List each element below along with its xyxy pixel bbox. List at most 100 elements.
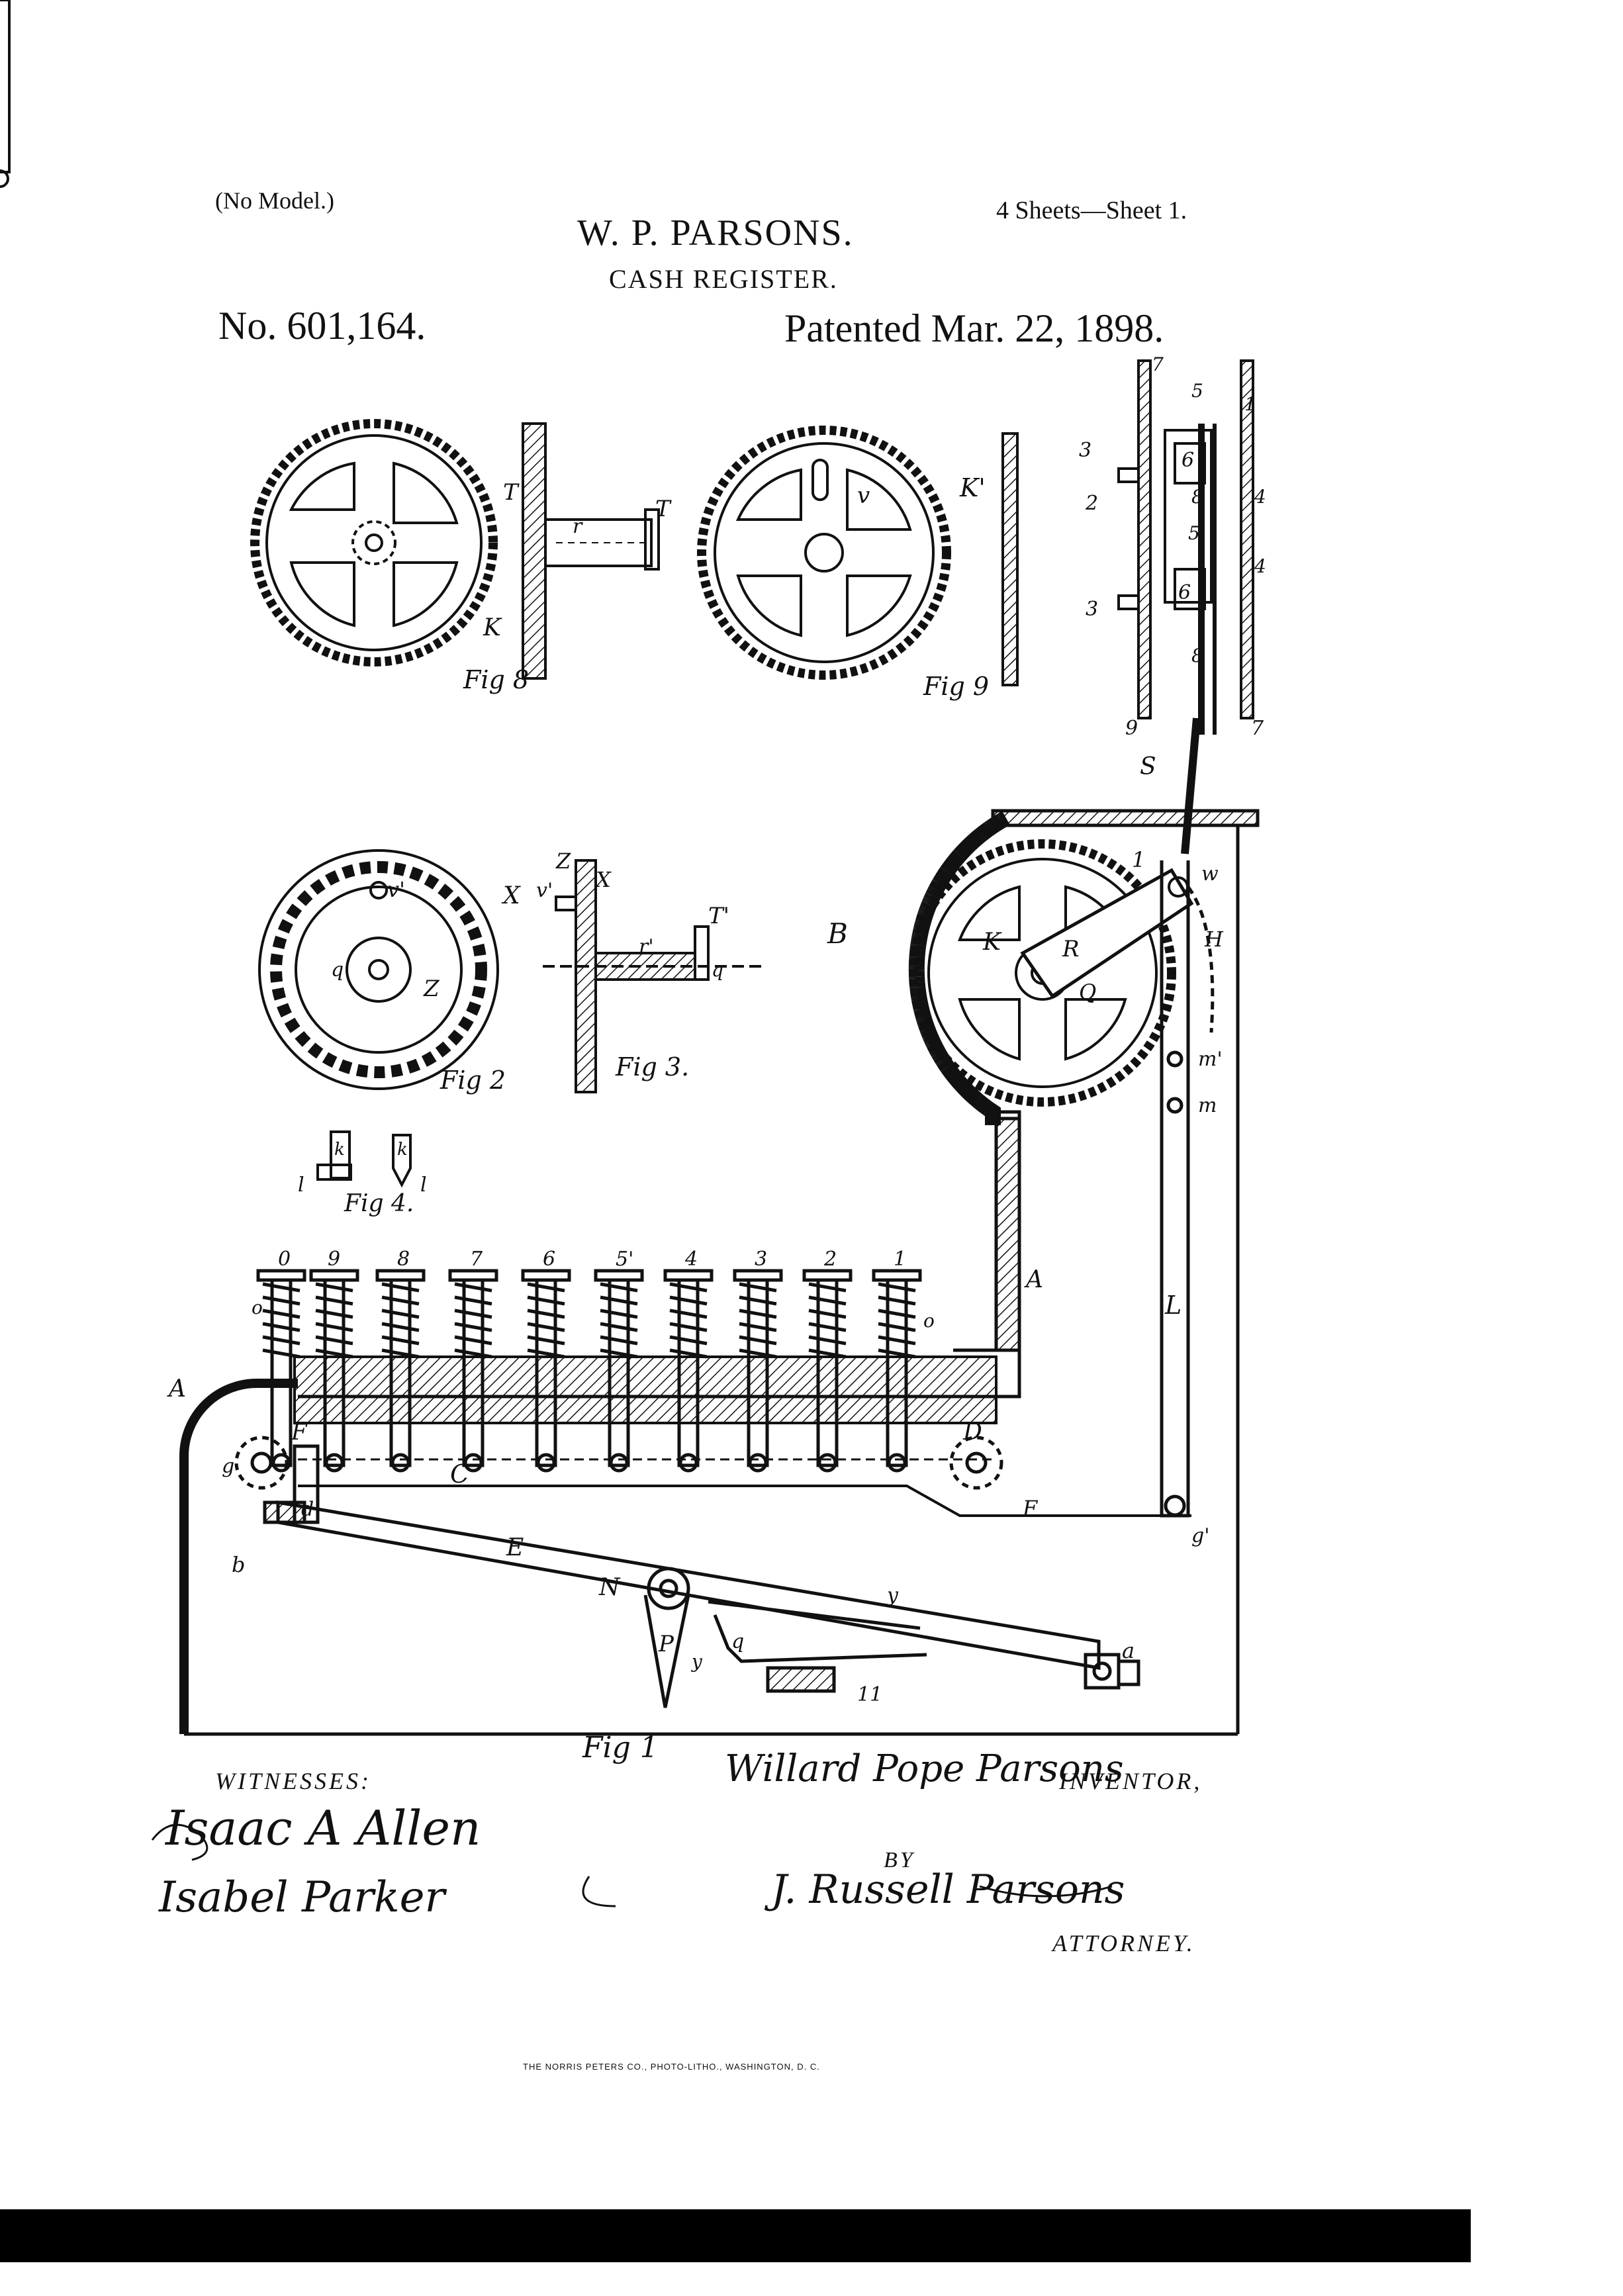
label-l-fig4b: l (420, 1173, 427, 1197)
key-label-8: 8 (397, 1248, 410, 1271)
label-11: 11 (857, 1683, 882, 1706)
label-r: r (573, 515, 583, 538)
label-8-upper: 8 (1191, 486, 1203, 508)
label-Z: Z (423, 976, 440, 1002)
label-K-wheel: K (982, 929, 1002, 956)
label-K: K (483, 614, 502, 641)
patent-title: CASH REGISTER. (609, 264, 838, 294)
left-pivot (234, 1436, 1003, 1524)
label-1-top: 1 (1244, 393, 1256, 415)
fig9-gear-edge (1001, 432, 1019, 686)
label-m-prime: m' (1198, 1048, 1223, 1071)
label-R: R (1062, 936, 1080, 962)
label-X-fig3: X (594, 867, 612, 892)
label-y-right: y (886, 1584, 899, 1607)
label-v: v (857, 482, 870, 509)
fig2-gear (258, 849, 499, 1090)
fig3-caption: Fig 3. (615, 1052, 689, 1081)
label-3-lower: 3 (1086, 598, 1098, 621)
witness-2-signature: Isabel Parker (159, 1873, 445, 1922)
label-F: F (291, 1419, 308, 1446)
label-D: D (962, 1418, 982, 1446)
sheet-count: 4 Sheets—Sheet 1. (996, 197, 1187, 224)
attorney-label: ATTORNEY. (1052, 1930, 1195, 1956)
signature-flourishes (151, 1823, 1113, 1907)
label-X: X (501, 882, 521, 909)
fig1-wheel (909, 839, 1176, 1107)
fig8-sleeve (544, 518, 653, 567)
label-v-prime-fig3: v' (536, 879, 553, 902)
fig1-caption: Fig 1 (582, 1731, 659, 1765)
label-T-top: T (655, 496, 672, 522)
label-B: B (827, 917, 848, 950)
label-d: d (301, 1498, 314, 1521)
label-5-mid: 5 (1188, 522, 1200, 544)
label-m: m (1198, 1094, 1217, 1117)
key-label-1: 1 (894, 1248, 906, 1271)
key-label-5: 5' (616, 1248, 633, 1271)
key-label-4: 4 (684, 1248, 698, 1271)
key-label-6: 6 (543, 1248, 555, 1271)
key-label-0: 0 (278, 1248, 291, 1271)
drawing-labels: T T r K Fig 8 v K' Fig 9 v' X q Z Fig 2 … (167, 353, 1266, 1765)
label-K-prime: K' (959, 473, 986, 502)
label-y: y (690, 1651, 703, 1673)
label-7-right: 7 (1251, 717, 1264, 740)
label-q-fig3: q (712, 959, 723, 981)
label-4-upper: 4 (1254, 486, 1266, 508)
label-H: H (1204, 927, 1224, 952)
fig9-gear (697, 426, 951, 680)
fig8-gear-edge (522, 422, 547, 680)
key-label-9: 9 (328, 1248, 340, 1271)
label-S: S (1140, 753, 1156, 780)
label-T: T (503, 479, 520, 506)
inventor-signature: Willard Pope Parsons (725, 1747, 1124, 1790)
label-8-lower: 8 (1191, 645, 1203, 666)
label-l-fig4a: l (298, 1173, 304, 1197)
label-r-prime: r' (639, 935, 654, 958)
link-L (1160, 860, 1215, 1518)
label-2: 2 (1085, 492, 1098, 515)
label-w: w (1201, 862, 1219, 886)
label-Z-fig3: Z (555, 849, 571, 874)
attorney-signature: J. Russell Parsons (771, 1866, 1125, 1913)
label-7-top: 7 (1152, 353, 1164, 375)
label-6-lower: 6 (1178, 581, 1191, 604)
label-4-lower: 4 (1254, 555, 1266, 577)
label-b: b (232, 1552, 245, 1577)
label-5-top: 5 (1191, 380, 1203, 402)
label-o-right: o (923, 1310, 935, 1332)
fig9-caption: Fig 9 (923, 672, 989, 701)
fig1-frame (179, 809, 1260, 1736)
label-L: L (1164, 1291, 1182, 1320)
lever-E (276, 1500, 1140, 1708)
label-A-right: A (1024, 1266, 1043, 1293)
springs (256, 1269, 922, 1473)
label-3-upper: 3 (1079, 439, 1091, 462)
by-label: BY (884, 1848, 915, 1872)
label-N: N (598, 1574, 621, 1601)
fig4-key (316, 1130, 412, 1188)
label-Q: Q (1079, 980, 1096, 1005)
patented-date: Patented Mar. 22, 1898. (784, 306, 1164, 350)
fig4-caption: Fig 4. (344, 1190, 414, 1217)
label-I-lever: 1 (1132, 847, 1145, 872)
fig3-shaft (543, 859, 761, 1093)
label-g: g (222, 1455, 234, 1478)
patent-number: No. 601,164. (218, 304, 426, 347)
key-label-2: 2 (823, 1248, 837, 1271)
label-k-fig4a: k (334, 1140, 345, 1160)
label-g-prime: g' (1191, 1524, 1209, 1547)
witness-1-signature: Isaac A Allen (165, 1800, 481, 1856)
crank-arm (1020, 868, 1194, 999)
label-o: o (252, 1297, 263, 1318)
label-q-lever: q (731, 1630, 744, 1653)
printer-credit: THE NORRIS PETERS CO., PHOTO-LITHO., WAS… (523, 2062, 820, 2072)
label-k-fig4b: k (397, 1140, 408, 1160)
key-label-7: 7 (470, 1248, 483, 1271)
label-6-upper: 6 (1182, 449, 1194, 472)
fig8-caption: Fig 8 (463, 665, 529, 694)
label-P: P (658, 1631, 674, 1657)
label-E: E (506, 1534, 524, 1561)
